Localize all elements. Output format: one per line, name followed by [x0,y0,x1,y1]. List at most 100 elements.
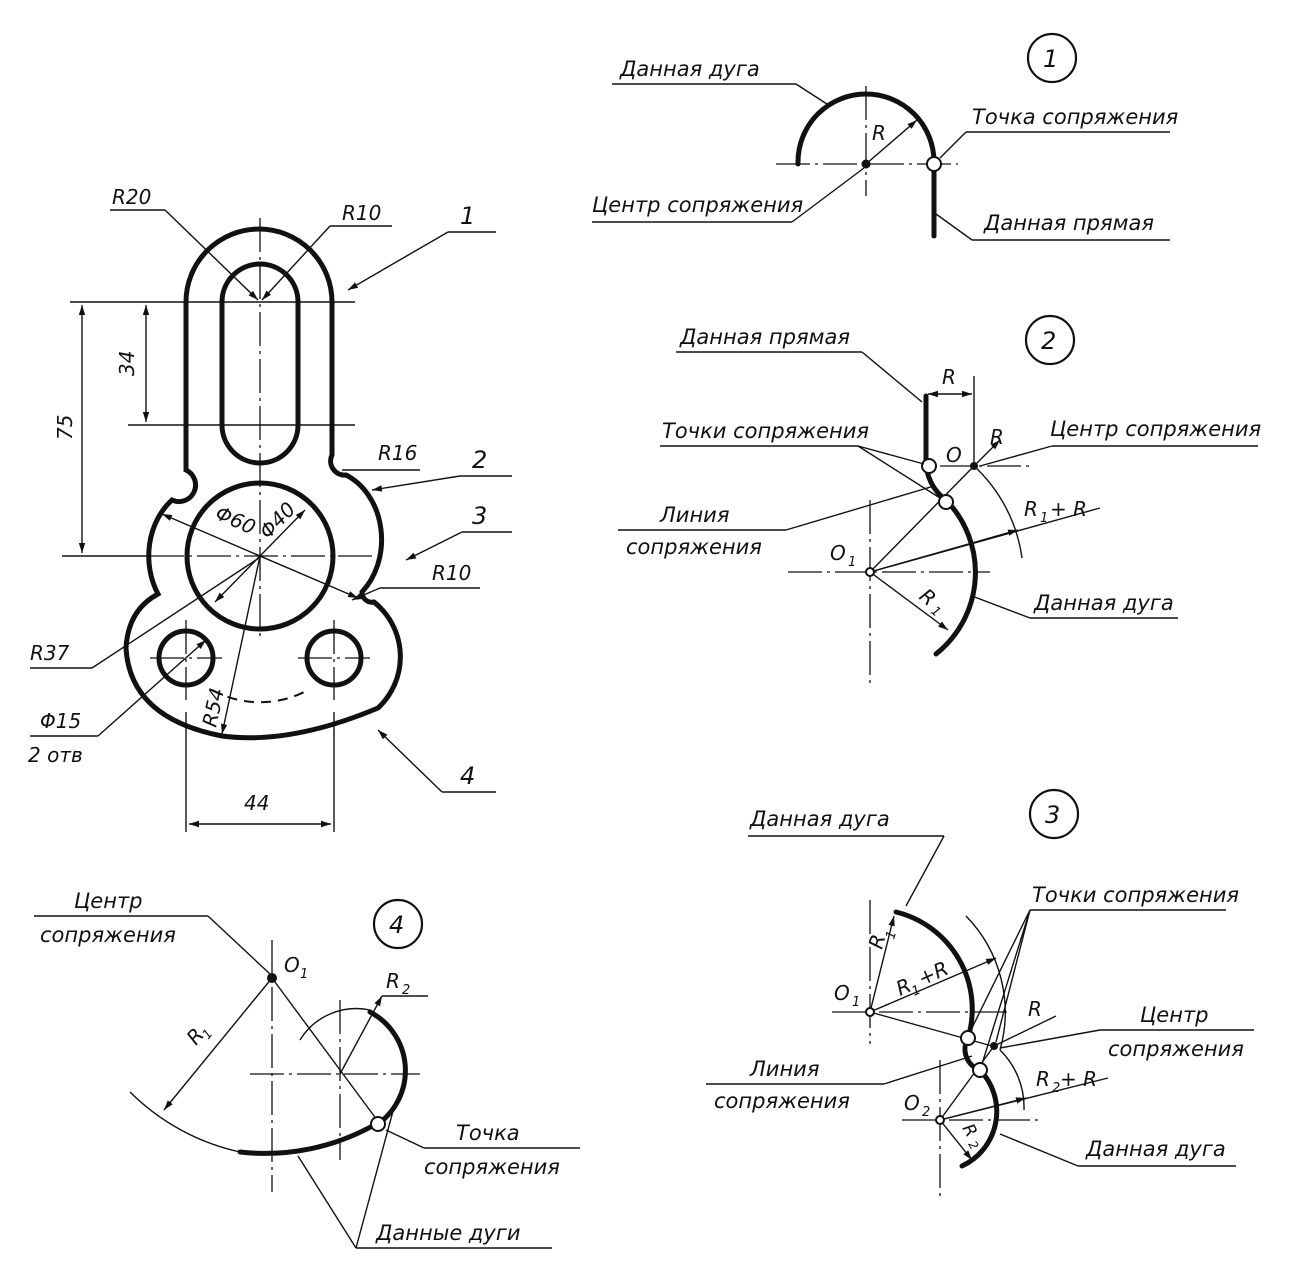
d1-given-line-label: Данная прямая [983,211,1154,235]
d3-r2-line [939,1119,973,1161]
detail-4-number: 4 [389,911,404,939]
dim-75-text: 75 [53,415,77,440]
d3-given-arc-bottom-leader [999,1133,1079,1167]
d2-line-label-1: Линия [659,503,729,527]
d3-r2r-sub: 2 [1052,1081,1060,1096]
d2-sum-main: R [1024,497,1038,521]
d2-given-line-label: Данная прямая [679,325,850,349]
d2-tp-leader-2 [857,445,941,499]
d3-r2r-tail: + R [1060,1067,1097,1091]
d2-o1-o-line [869,465,975,573]
d15-leader [97,639,207,737]
detail-1: 1 R Данная дуга Точка сопряжения Центр с… [592,32,1178,241]
d3-tangent-points-label: Точки сопряжения [1032,883,1239,907]
d3-locus-arc-1 [965,915,1006,1051]
r54-leader [220,555,261,735]
d4-center-leader [207,915,271,975]
d3-tp-leader-1 [969,909,1031,1033]
d2-given-arc [933,497,978,657]
callout-3-leader [405,531,463,561]
d1-center-label: Центр сопряжения [592,193,803,217]
d2-center-o1 [865,567,875,577]
callout-4-number: 4 [460,762,475,790]
r10-top-leader [261,225,331,301]
r37-label: R37 [30,641,70,665]
d3-line-label-leader [883,1055,973,1085]
d2-sum-sub: 1 [1040,511,1048,526]
d2-center-o [970,462,978,470]
d1-center-leader [791,167,865,223]
d4-r1-line [163,977,273,1111]
d3-r-line [993,1015,1057,1047]
d4-given-arcs-leader-1 [297,1155,357,1249]
d3-o1-main: O [834,981,850,1005]
d4-tangent-point-label-1: Точка [456,1121,520,1145]
d2-tangent-points-label: Точки сопряжения [662,419,869,443]
d3-r2r-main: R [1036,1067,1050,1091]
d4-given-arcs-leader-2 [355,1099,397,1249]
d4-r2-sub: 2 [402,983,410,998]
d4-given-arc-1 [237,1121,379,1156]
d2-r-small-line [973,439,1001,467]
detail-1-number: 1 [1043,45,1058,73]
d4-r2-line [339,995,383,1075]
detail-4: 4 R 1 R 2 O 1 Центр сопряжения Точка соп… [34,889,580,1249]
callout-4-leader [377,729,443,793]
d2-given-arc-label: Данная дуга [1033,591,1174,615]
detail-3: 3 R 1 R 1 +R R R 2 + R R 2 O 1 O [706,788,1254,1196]
d3-given-arc-top-label: Данная дуга [749,807,890,831]
d2-r1-sub: 1 [927,604,943,621]
hole-pitch-arc [211,689,309,704]
callout-1-number: 1 [460,202,475,230]
d1-given-line-leader [935,213,973,241]
callout-1-leader [347,231,449,291]
d2-o1-main: O [830,541,846,565]
d3-given-arc-bottom-label: Данная дуга [1085,1137,1226,1161]
d4-tangent-point-leader [385,1129,425,1149]
r16-label: R16 [378,441,417,465]
d2-center-leader [979,445,1053,467]
d3-tangent-point-1 [960,1030,976,1046]
detail-2-number: 2 [1041,327,1056,355]
d2-sum-arrow [869,529,1019,573]
d4-given-arc-1-thin [129,1091,241,1153]
d4-given-arcs-label: Данные дуги [375,1221,521,1245]
d2-tangent-point-2 [938,494,954,510]
r20-label: R20 [112,185,151,209]
d3-tangent-point-2 [972,1062,988,1078]
r10-top-label: R10 [342,201,381,225]
d3-r1r-line [869,957,997,1013]
callout-3-number: 3 [472,502,487,530]
d3-r2-sub: 2 [965,1139,981,1153]
d4-o1-tp-line [271,977,381,1125]
d2-locus-arc [973,465,1023,559]
d40-dim-line [214,509,306,603]
d3-center-o2 [935,1115,945,1125]
d4-center-label-2: сопряжения [40,923,176,947]
d3-r-label: R [1028,997,1042,1021]
d4-center-label-1: Центр [74,889,143,913]
r20-leader [164,209,259,301]
d3-o2-o-line [939,1045,995,1121]
d60-label: Φ60 [212,501,259,540]
d2-center-label: Центр сопряжения [1050,417,1261,441]
d4-tangent-point-label-2: сопряжения [424,1155,560,1179]
d3-r2r-arrow [939,1097,1027,1121]
d3-r1-main: R [864,932,891,952]
callout-2-number: 2 [472,446,487,474]
d3-line-label-1: Линия [749,1057,819,1081]
dim-44-text: 44 [244,791,269,815]
detail-1-tangent-point [926,156,942,172]
r37-leader-ext [91,555,263,669]
d2-tp-leader-1 [857,445,925,465]
d3-center-label-2: сопряжения [1108,1037,1244,1061]
d2-given-line-leader [861,351,923,403]
d4-given-arc-2-thin [299,1007,371,1041]
d4-o1-sub: 1 [300,967,308,982]
d1-tangent-point-label: Точка сопряжения [972,105,1178,129]
d2-given-arc-leader [971,595,1031,619]
dim-34-text: 34 [115,351,139,376]
d1-given-arc-label: Данная дуга [619,57,760,81]
callout-2-leader [371,475,461,492]
